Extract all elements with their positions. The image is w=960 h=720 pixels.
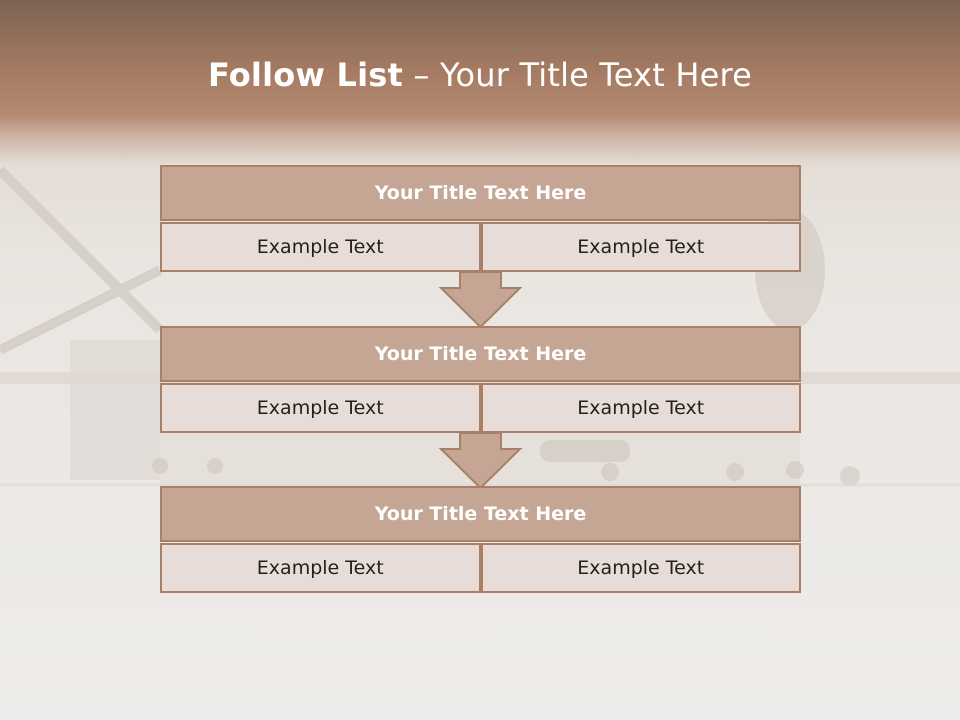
block-cell-left: Example Text (160, 222, 481, 272)
block-row: Example Text Example Text (160, 543, 801, 593)
block-cell-right: Example Text (480, 383, 801, 433)
block-row: Example Text Example Text (160, 383, 801, 433)
block-heading: Your Title Text Here (160, 486, 801, 542)
list-block-1: Your Title Text Here Example Text Exampl… (160, 165, 801, 272)
block-row: Example Text Example Text (160, 222, 801, 272)
down-arrow-icon (438, 271, 523, 329)
block-heading: Your Title Text Here (160, 165, 801, 221)
block-heading: Your Title Text Here (160, 326, 801, 382)
title-bold-part: Follow List (207, 56, 404, 94)
title-rest-part: – Your Title Text Here (403, 56, 753, 94)
down-arrow-icon (438, 432, 523, 490)
block-cell-right: Example Text (480, 222, 801, 272)
slide-title: Follow List – Your Title Text Here (0, 56, 960, 94)
block-cell-right: Example Text (480, 543, 801, 593)
block-cell-left: Example Text (160, 383, 481, 433)
list-block-3: Your Title Text Here Example Text Exampl… (160, 486, 801, 593)
block-cell-left: Example Text (160, 543, 481, 593)
list-block-2: Your Title Text Here Example Text Exampl… (160, 326, 801, 433)
